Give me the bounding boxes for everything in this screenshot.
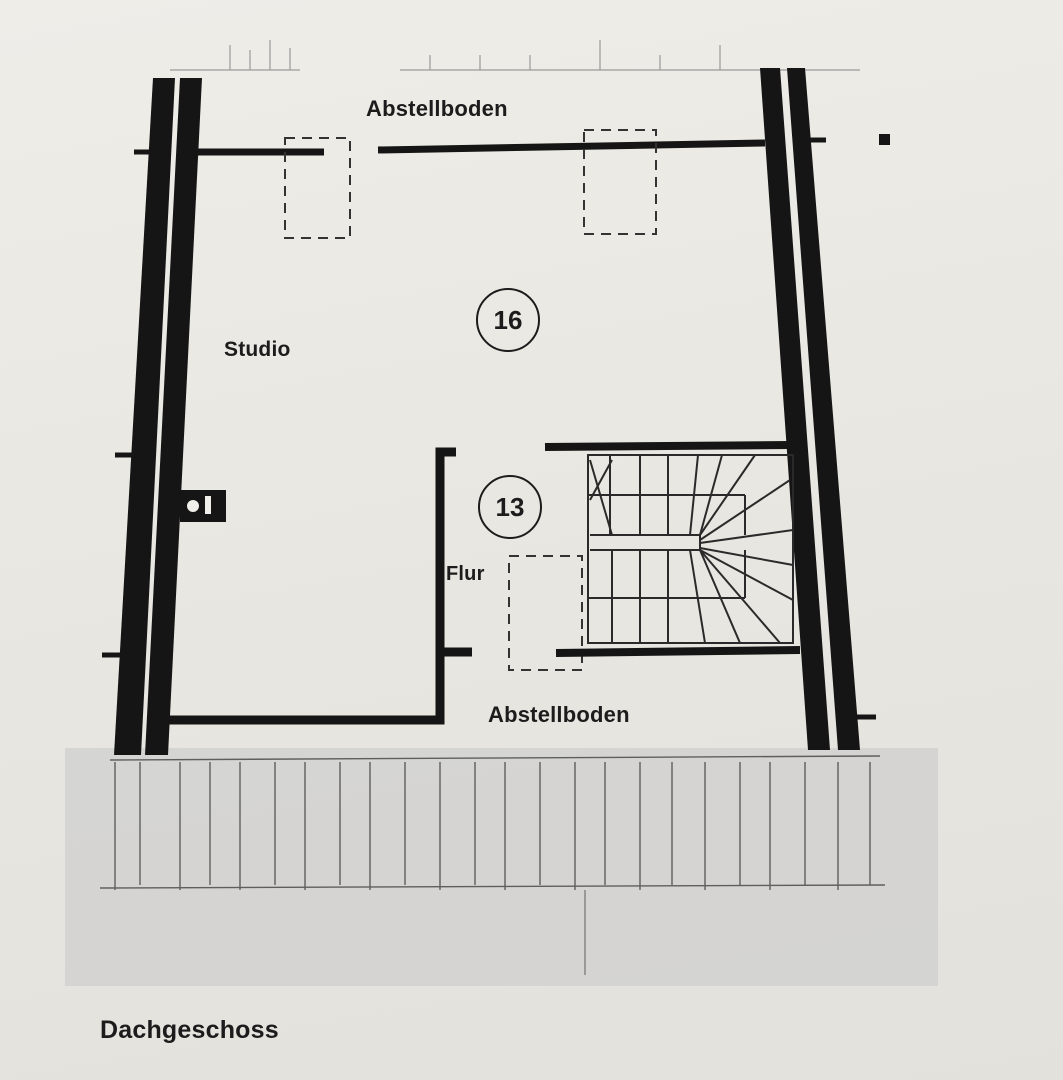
marker-square (879, 134, 890, 145)
roof-section-shading (65, 748, 938, 986)
top-hatching (170, 40, 860, 71)
skylights (284, 129, 657, 671)
staircase (587, 454, 794, 644)
roof-hatching (99, 755, 886, 975)
chimney (180, 490, 226, 522)
partition-walls (168, 447, 472, 725)
upper-interior-wall (198, 139, 766, 156)
outer-walls (114, 68, 860, 755)
room-label-flur: Flur (446, 563, 485, 585)
stair-walls (544, 441, 801, 657)
room-label-studio: Studio (224, 338, 291, 361)
room-number-13: 13 (478, 475, 542, 539)
room-label-abstellboden-bottom: Abstellboden (488, 702, 630, 727)
room-label-abstellboden-top: Abstellboden (366, 96, 508, 121)
wall-stubs (102, 137, 876, 720)
room-number-16: 16 (476, 288, 540, 352)
floor-title: Dachgeschoss (100, 1016, 279, 1044)
